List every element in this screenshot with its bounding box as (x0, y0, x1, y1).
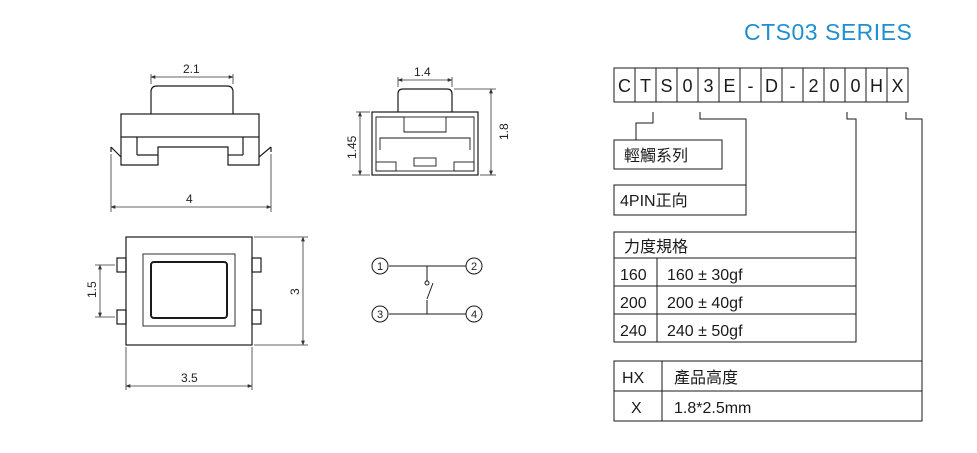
pin-4-circle (465, 305, 483, 323)
code-box (886, 67, 909, 103)
leader-force (846, 112, 857, 232)
code-char: H (870, 76, 883, 96)
dim-plan-height: 3 (288, 288, 302, 295)
code-char: D (765, 76, 778, 96)
code-char: 2 (808, 76, 818, 96)
pin-2-circle (465, 257, 483, 275)
force-table (613, 231, 857, 343)
height-row-code: X (631, 400, 642, 417)
dim-plan-pin-pitch: 1.5 (85, 281, 99, 298)
pin-box (613, 184, 747, 216)
code-char: 0 (829, 76, 839, 96)
dim-plan-width: 3.5 (181, 371, 198, 385)
code-char: 0 (682, 76, 692, 96)
force-row-code: 200 (620, 295, 647, 312)
plan-body-outline (125, 236, 253, 346)
height-heading-label: 產品高度 (674, 369, 738, 387)
leader-type (635, 112, 654, 140)
height-row-value: 1.8*2.5mm (674, 400, 751, 417)
circuit-symbol (371, 257, 483, 323)
pin-3-label: 3 (377, 309, 383, 321)
legend (613, 112, 923, 422)
front-legs-outline (110, 146, 272, 166)
pin-2-label: 2 (471, 261, 477, 273)
front-cover-outline (120, 113, 260, 138)
code-char: - (790, 76, 796, 96)
plan-view (116, 236, 262, 346)
code-char: 3 (703, 76, 713, 96)
code-char: S (660, 76, 672, 96)
code-char: - (748, 76, 754, 96)
force-row-value: 200 ± 40gf (667, 295, 743, 312)
pin-1-circle (371, 257, 389, 275)
pin-1-label: 1 (377, 261, 383, 273)
pin-4-label: 4 (471, 309, 477, 321)
code-char: 0 (850, 76, 860, 96)
leader-pin (699, 112, 747, 185)
force-row-code: 160 (620, 267, 647, 284)
type-box (613, 139, 723, 170)
code-char: T (640, 76, 651, 96)
side-view (371, 88, 479, 176)
dim-side-body-height: 1.45 (345, 135, 359, 159)
height-heading-code: HX (622, 370, 645, 387)
type-label: 輕觸系列 (624, 147, 688, 165)
force-row-value: 160 ± 30gf (667, 267, 743, 284)
side-button-outline (397, 88, 453, 112)
leader-height (905, 112, 923, 361)
dim-side-total-height: 1.8 (497, 123, 511, 140)
dim-top-width: 2.1 (183, 62, 200, 76)
front-view (110, 85, 272, 166)
front-dimensions (110, 74, 272, 212)
pin-3-circle (371, 305, 389, 323)
force-heading: 力度規格 (624, 238, 688, 256)
dim-base-width: 4 (186, 192, 193, 206)
code-char: E (723, 76, 735, 96)
pin-label: 4PIN正向 (620, 192, 688, 210)
dim-side-button: 1.4 (414, 65, 431, 79)
code-char: X (891, 76, 903, 96)
force-row-code: 240 (620, 323, 647, 340)
plan-dimensions (95, 236, 308, 390)
front-button-outline (150, 85, 234, 114)
code-char: C (618, 76, 631, 96)
force-row-value: 240 ± 50gf (667, 323, 743, 340)
side-dimensions (352, 77, 496, 176)
side-body-outline (371, 111, 479, 176)
series-title: CTS03 SERIES (744, 19, 913, 45)
